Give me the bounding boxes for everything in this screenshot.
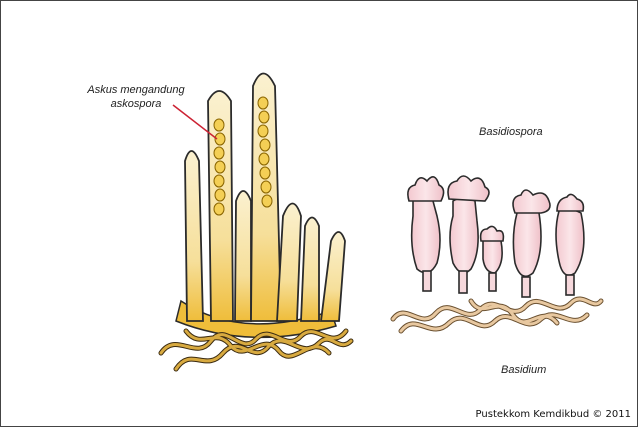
basidium-stalk [566, 275, 574, 295]
ascospore [258, 125, 268, 137]
ascospore [215, 161, 225, 173]
ascospore [260, 167, 270, 179]
basidiospores [557, 194, 583, 211]
basidium-label: Basidium [501, 364, 546, 376]
basidiospora-label: Basidiospora [479, 126, 543, 138]
basidiospores [448, 176, 489, 201]
askus-label-line2: askospora [51, 97, 221, 111]
basidium [556, 209, 584, 275]
basidiospores [481, 226, 504, 241]
ascospore [214, 203, 224, 215]
ascospore [259, 153, 269, 165]
ascospore [260, 139, 270, 151]
ascus [185, 151, 203, 321]
ascospore [258, 97, 268, 109]
ascus [277, 204, 301, 322]
basidiospores [513, 190, 550, 213]
basidium [412, 198, 440, 273]
ascospore [262, 195, 272, 207]
basidiomycota-group [393, 176, 601, 331]
basidium-stalk [522, 277, 530, 297]
basidium-stalk [459, 271, 467, 293]
basidium-stalk [423, 271, 431, 291]
ascus [301, 218, 319, 322]
ascus [235, 191, 251, 321]
ascospore [214, 175, 224, 187]
ascospore [214, 119, 224, 131]
askus-label: Askus mengandung askospora [51, 83, 221, 111]
basidiomycota-hyphae-inner [393, 299, 601, 331]
basidium [483, 238, 502, 273]
askus-label-line1: Askus mengandung [51, 83, 221, 97]
basidium-stalk [489, 273, 496, 291]
ascospore [261, 181, 271, 193]
ascomycota-group [161, 74, 351, 370]
credit-text: Pustekkom Kemdikbud © 2011 [476, 409, 631, 420]
ascospore [215, 189, 225, 201]
basidium [450, 198, 478, 273]
ascus [321, 232, 345, 321]
basidium [513, 210, 541, 276]
basidiospores [408, 177, 444, 201]
ascospore [259, 111, 269, 123]
ascospore [214, 147, 224, 159]
